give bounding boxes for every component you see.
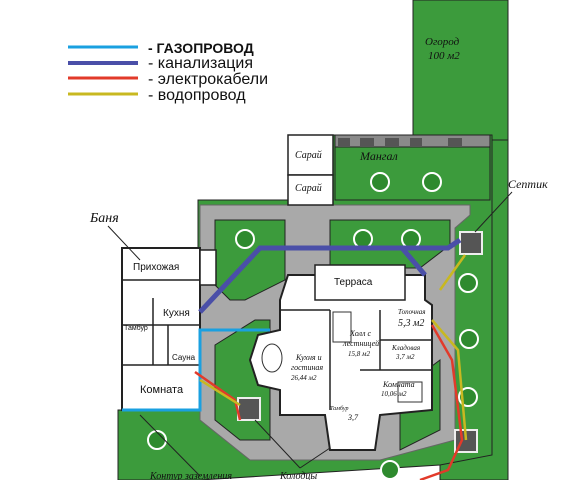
garden-area-label: 100 м2 [428, 50, 460, 62]
bbq-box [410, 138, 422, 146]
legend-electric-label: - электрокабели [148, 71, 268, 88]
sewer-line [198, 237, 462, 314]
furnace-area-label: 5,3 м2 [398, 318, 424, 329]
room-label: Комната [382, 380, 415, 389]
bath-leader [107, 225, 141, 261]
contour-leader [139, 414, 201, 477]
terrace [314, 264, 406, 301]
stair [332, 311, 352, 343]
shed-2-label: Сарай [295, 183, 322, 194]
bed [397, 381, 423, 403]
legend-water-label: - водопровод [148, 87, 246, 104]
terrace-label: Терраса [334, 277, 373, 288]
electric-line [419, 324, 464, 480]
water-line [431, 319, 468, 441]
bbq-box [360, 138, 374, 146]
bush [459, 329, 479, 349]
hall-label-2: лестницей [342, 339, 379, 348]
bath-label: Баня [89, 211, 119, 226]
kitchen-living-area-label: 26,44 м2 [291, 374, 317, 382]
bush [422, 172, 442, 192]
hall-label: Холл с [349, 329, 372, 338]
legend-gas-label: - ГАЗОПРОВОД [148, 40, 254, 56]
wells-label: Колодцы [279, 471, 317, 480]
furnace-label: Топочная [398, 308, 426, 316]
kitchen-living-label-2: гостиная [291, 363, 323, 372]
bath-kitchen-label: Кухня [163, 308, 190, 319]
legend-sewer-label: - канализация [148, 55, 253, 72]
bush [380, 460, 400, 480]
shed-1-label: Сарай [295, 150, 322, 161]
hall-area-label: 15,8 м2 [348, 350, 370, 358]
septic-label: Септик [508, 177, 548, 191]
bath-room-label: Комната [140, 384, 184, 396]
gas-line [122, 328, 270, 412]
bbq-label: Мангал [359, 149, 398, 163]
bush [235, 229, 255, 249]
sauna-label: Сауна [172, 353, 196, 362]
bbq-box [338, 138, 350, 146]
bbq-box [448, 138, 462, 146]
kitchen-living-label: Кухня и [295, 353, 322, 362]
garden-area [412, 0, 509, 141]
back-lawn [334, 139, 491, 201]
bush [370, 172, 390, 192]
contour-label: Контур заземления [149, 471, 232, 480]
well [237, 397, 261, 421]
wells-leader [299, 447, 331, 469]
bath-annex [199, 249, 217, 286]
electric-line-bath [194, 370, 242, 421]
bush [147, 430, 167, 450]
bbq-box [385, 138, 399, 146]
house-vestibule-label: Тамбур [330, 405, 348, 412]
sewer-line-branch [400, 246, 427, 277]
bath-vestibule-label: Тамбур [124, 324, 148, 332]
septic-leader [474, 191, 513, 233]
garden-label: Огород [425, 36, 460, 48]
bush [401, 229, 421, 249]
pantry-label: Кладовая [391, 344, 420, 352]
water-line-bath [199, 378, 241, 407]
well [459, 231, 483, 255]
pantry-area-label: 3,7 м2 [395, 353, 415, 361]
bush [353, 229, 373, 249]
dining-table [261, 343, 283, 373]
room-area-label: 10,06 м2 [381, 390, 407, 398]
water-line-2 [438, 254, 467, 291]
house-outline [248, 274, 433, 451]
bush [458, 273, 478, 293]
wells-leader [254, 419, 301, 469]
house-vestibule-area-label: 3,7 [347, 413, 359, 422]
bathhouse [121, 247, 201, 411]
shed-2 [287, 174, 334, 206]
hallway-label: Прихожая [133, 262, 179, 273]
